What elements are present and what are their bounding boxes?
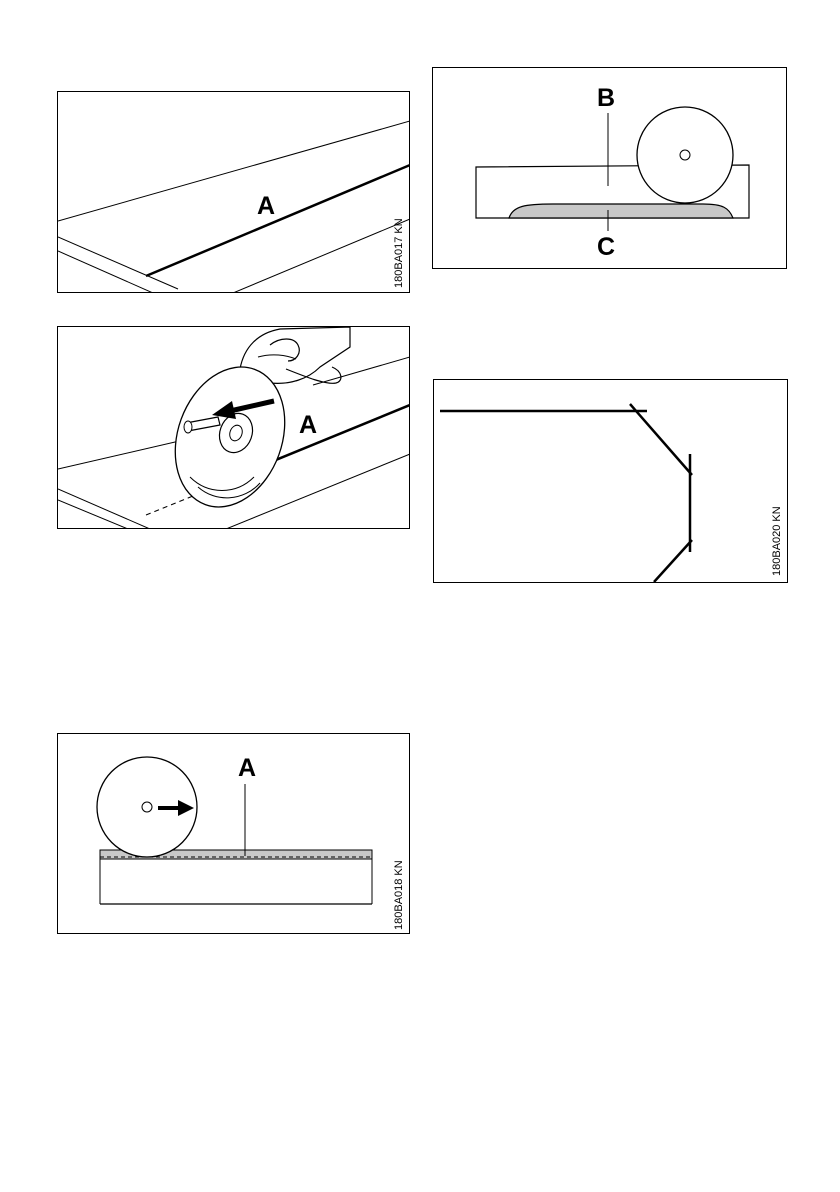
label-c: C <box>597 235 615 260</box>
figure-groove-cut: A 180BA018 KN <box>57 733 410 934</box>
label-a: A <box>238 756 256 781</box>
figure-marking-line: A 180BA017 KN <box>57 91 410 293</box>
figure-code: 180BA017 KN <box>394 218 405 288</box>
marking-line-drawing <box>58 92 410 293</box>
figure-code: 180BA020 KN <box>772 506 783 576</box>
figure-curve-cut: 180BA020 KN <box>433 379 788 583</box>
groove-cut-drawing <box>58 734 410 934</box>
curve-cut-drawing <box>434 380 788 583</box>
figure-cross-section: B C <box>432 67 787 269</box>
saw-cutting-drawing <box>58 327 410 529</box>
label-b: B <box>597 86 615 111</box>
label-a: A <box>299 413 317 438</box>
figure-saw-cutting: A <box>57 326 410 529</box>
label-a: A <box>257 194 275 219</box>
figure-code: 180BA018 KN <box>394 860 405 930</box>
